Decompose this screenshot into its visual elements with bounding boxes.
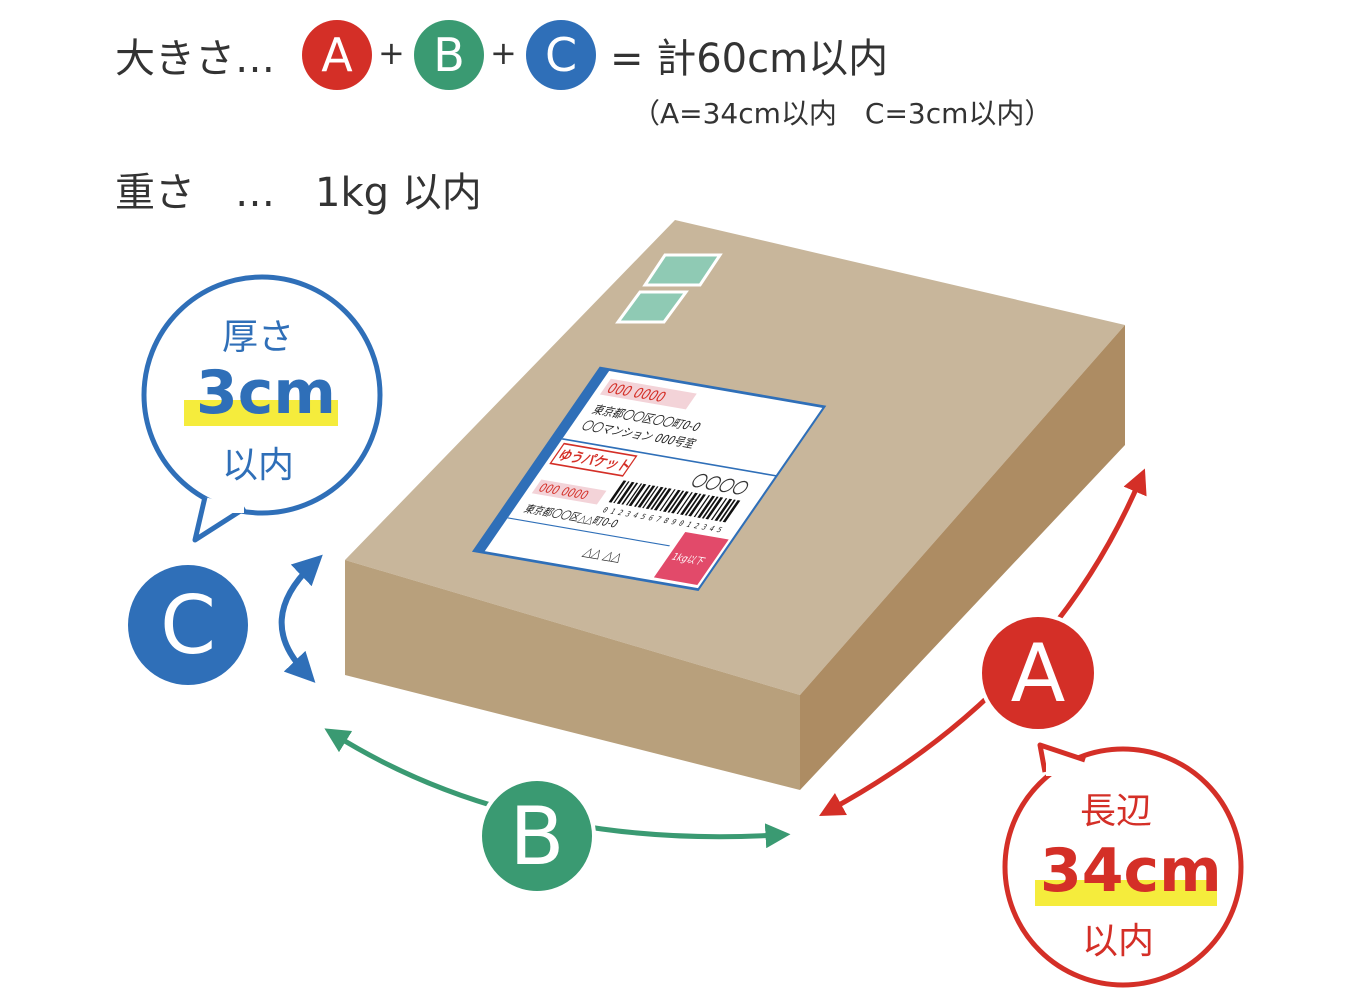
badge-c-header: C: [526, 20, 596, 90]
arrow-c: [278, 554, 323, 683]
barcode: [608, 480, 741, 523]
plus-sign-2: +: [490, 34, 517, 72]
badge-b-diagram: B: [478, 777, 596, 895]
weight-text: 重さ … 1kg 以内: [115, 170, 482, 216]
thickness-title: 厚さ: [222, 317, 295, 358]
long-side-bubble: [1002, 742, 1244, 988]
badge-c-diagram: C: [128, 565, 248, 685]
size-label: 大きさ…: [115, 36, 275, 82]
long-side-suffix: 以内: [1082, 921, 1155, 962]
stamp-2: [615, 290, 689, 324]
thickness-value: 3cm: [196, 358, 336, 428]
label-stamp: 1kg以下: [669, 552, 708, 568]
total-size-text: = 計60cm以内: [610, 36, 889, 82]
size-note: （A=34cm以内 C=3cm以内）: [632, 97, 1053, 130]
badge-a-diagram: A: [978, 613, 1098, 733]
badge-a-header: A: [302, 20, 372, 90]
stamp-1: [642, 253, 723, 287]
long-side-title: 長辺: [1080, 791, 1153, 832]
plus-sign-1: +: [378, 34, 405, 72]
shipping-label: 000 0000 東京都〇〇区〇〇町0-0 〇〇マンション 000号室 ゆうパケ…: [471, 366, 827, 591]
thickness-suffix: 以内: [222, 445, 295, 486]
long-side-value: 34cm: [1040, 836, 1222, 906]
thickness-bubble: [141, 274, 383, 543]
label-sender-name: △△ △△: [580, 545, 627, 565]
badge-b-header: B: [414, 20, 484, 90]
